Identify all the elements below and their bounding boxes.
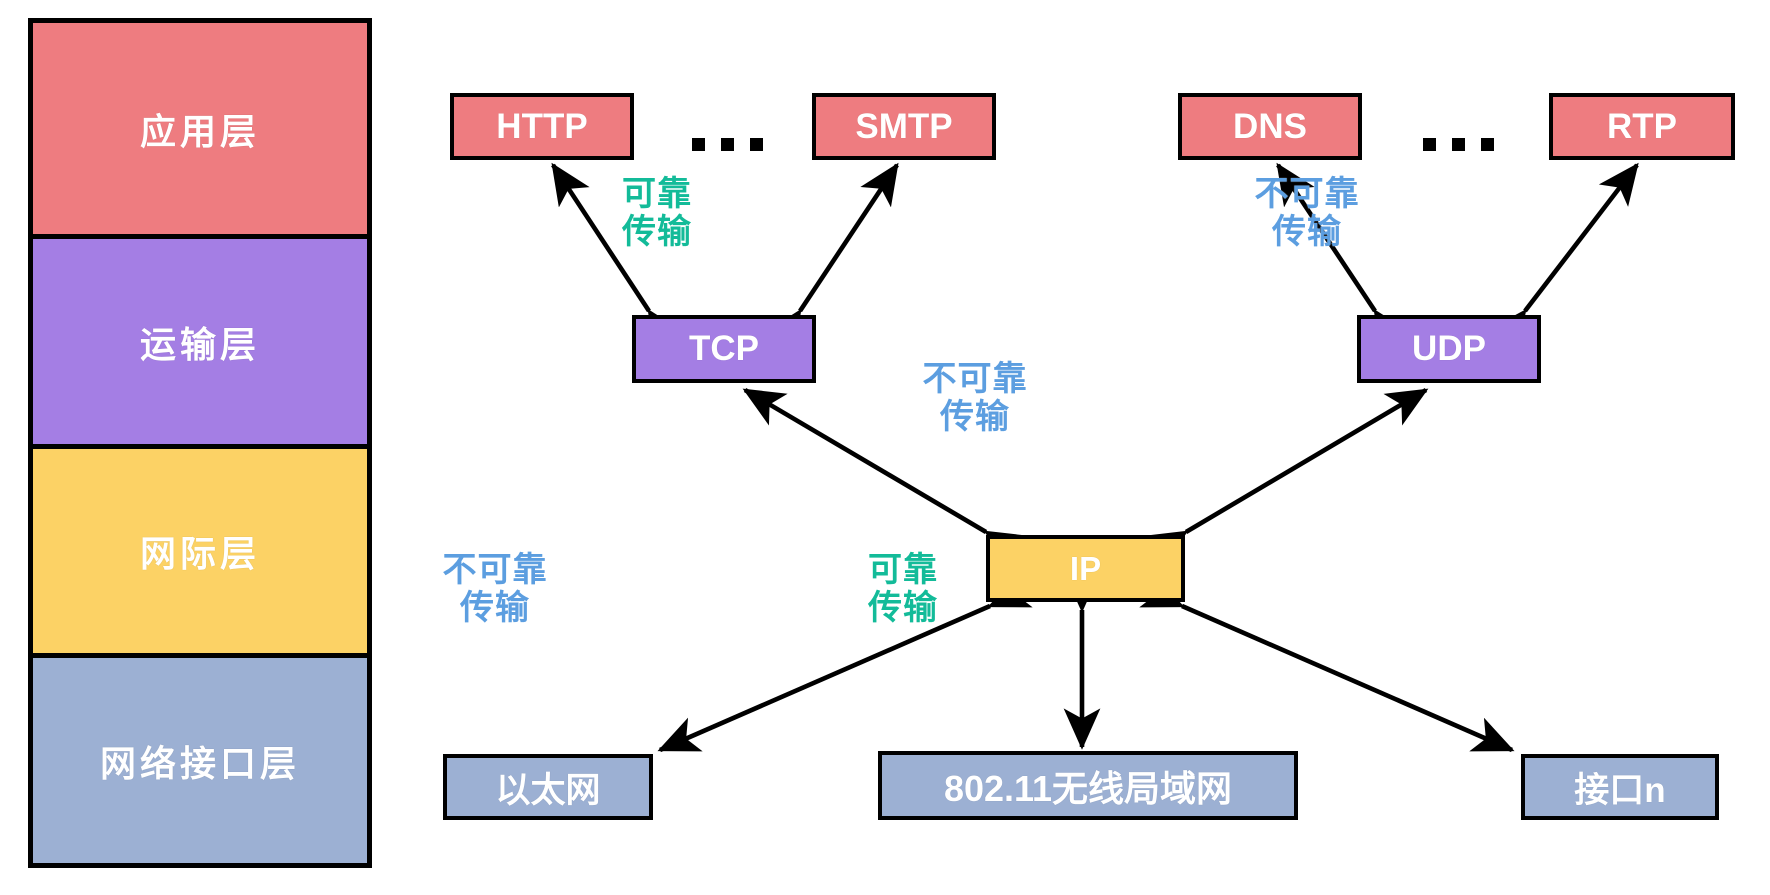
node-tcp-label: TCP — [689, 329, 759, 368]
node-interface-n[interactable]: 接口n — [1521, 754, 1719, 820]
node-ip[interactable]: IP — [986, 535, 1185, 602]
edge-ip-udp — [1143, 388, 1429, 568]
node-dns-label: DNS — [1233, 106, 1307, 146]
edge-label-ethernet-unreliable: 不可靠 传输 — [442, 551, 548, 628]
node-ethernet-label: 以太网 — [495, 770, 601, 810]
node-wlan-label: 802.11无线局域网 — [943, 767, 1233, 809]
stack-layer-application[interactable]: 应用层 — [33, 23, 367, 234]
edge-ip-interface-n — [1139, 573, 1515, 753]
node-ethernet[interactable]: 以太网 — [443, 754, 653, 820]
node-smtp[interactable]: SMTP — [812, 93, 996, 160]
stack-layer-network-interface-label: 网络接口层 — [99, 742, 300, 784]
stack-layer-transport-label: 运输层 — [139, 323, 260, 365]
node-udp[interactable]: UDP — [1357, 315, 1541, 383]
stack-layer-network-interface[interactable]: 网络接口层 — [33, 653, 367, 863]
node-interface-n-label: 接口n — [1574, 770, 1666, 810]
node-tcp[interactable]: TCP — [632, 315, 816, 383]
node-udp-label: UDP — [1412, 329, 1486, 368]
node-rtp-label: RTP — [1607, 106, 1677, 146]
edge-tcp-smtp — [763, 162, 899, 354]
stack-layer-internet-label: 网际层 — [139, 533, 260, 574]
node-http[interactable]: HTTP — [450, 93, 634, 160]
node-smtp-label: SMTP — [855, 106, 953, 146]
stack-layer-application-label: 应用层 — [139, 110, 260, 152]
edge-label-udp-unreliable: 不可靠 传输 — [1254, 175, 1360, 252]
edge-label-wlan-reliable: 可靠 传输 — [868, 551, 938, 628]
stack-layer-internet[interactable]: 网际层 — [33, 444, 367, 653]
edge-label-ip-unreliable: 不可靠 传输 — [922, 360, 1028, 437]
edge-udp-rtp — [1486, 162, 1639, 353]
edge-ip-ethernet — [657, 573, 1033, 753]
node-ip-label: IP — [1069, 549, 1102, 587]
ellipsis-left-icon — [692, 138, 763, 151]
node-dns[interactable]: DNS — [1178, 93, 1362, 160]
edge-label-tcp-reliable: 可靠 传输 — [622, 175, 692, 252]
ellipsis-right-icon — [1423, 138, 1494, 151]
protocol-stack-column: 应用层 运输层 网际层 网络接口层 — [28, 18, 372, 868]
stack-layer-transport[interactable]: 运输层 — [33, 234, 367, 444]
node-http-label: HTTP — [496, 106, 588, 146]
node-rtp[interactable]: RTP — [1549, 93, 1735, 160]
node-wlan[interactable]: 802.11无线局域网 — [878, 751, 1298, 820]
